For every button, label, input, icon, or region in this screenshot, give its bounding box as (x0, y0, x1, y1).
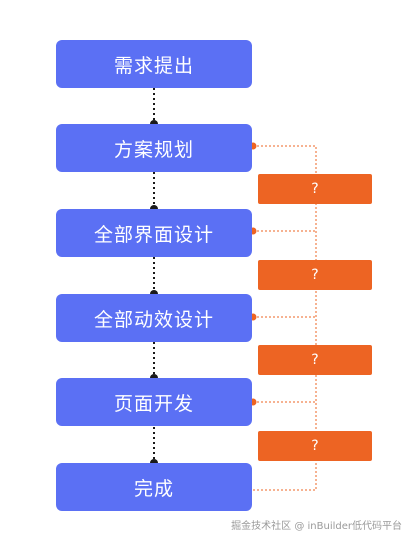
question-box: ? (258, 431, 372, 461)
watermark-text: 掘金技术社区 @ inBuilder低代码平台 (231, 521, 402, 532)
step-plan: 方案规划 (56, 124, 252, 172)
question-box: ? (258, 260, 372, 290)
step-requirement: 需求提出 (56, 40, 252, 88)
step-ui-design: 全部界面设计 (56, 209, 252, 257)
step-done: 完成 (56, 463, 252, 511)
question-box: ? (258, 174, 372, 204)
step-page-dev: 页面开发 (56, 378, 252, 426)
question-box: ? (258, 345, 372, 375)
step-motion-design: 全部动效设计 (56, 294, 252, 342)
